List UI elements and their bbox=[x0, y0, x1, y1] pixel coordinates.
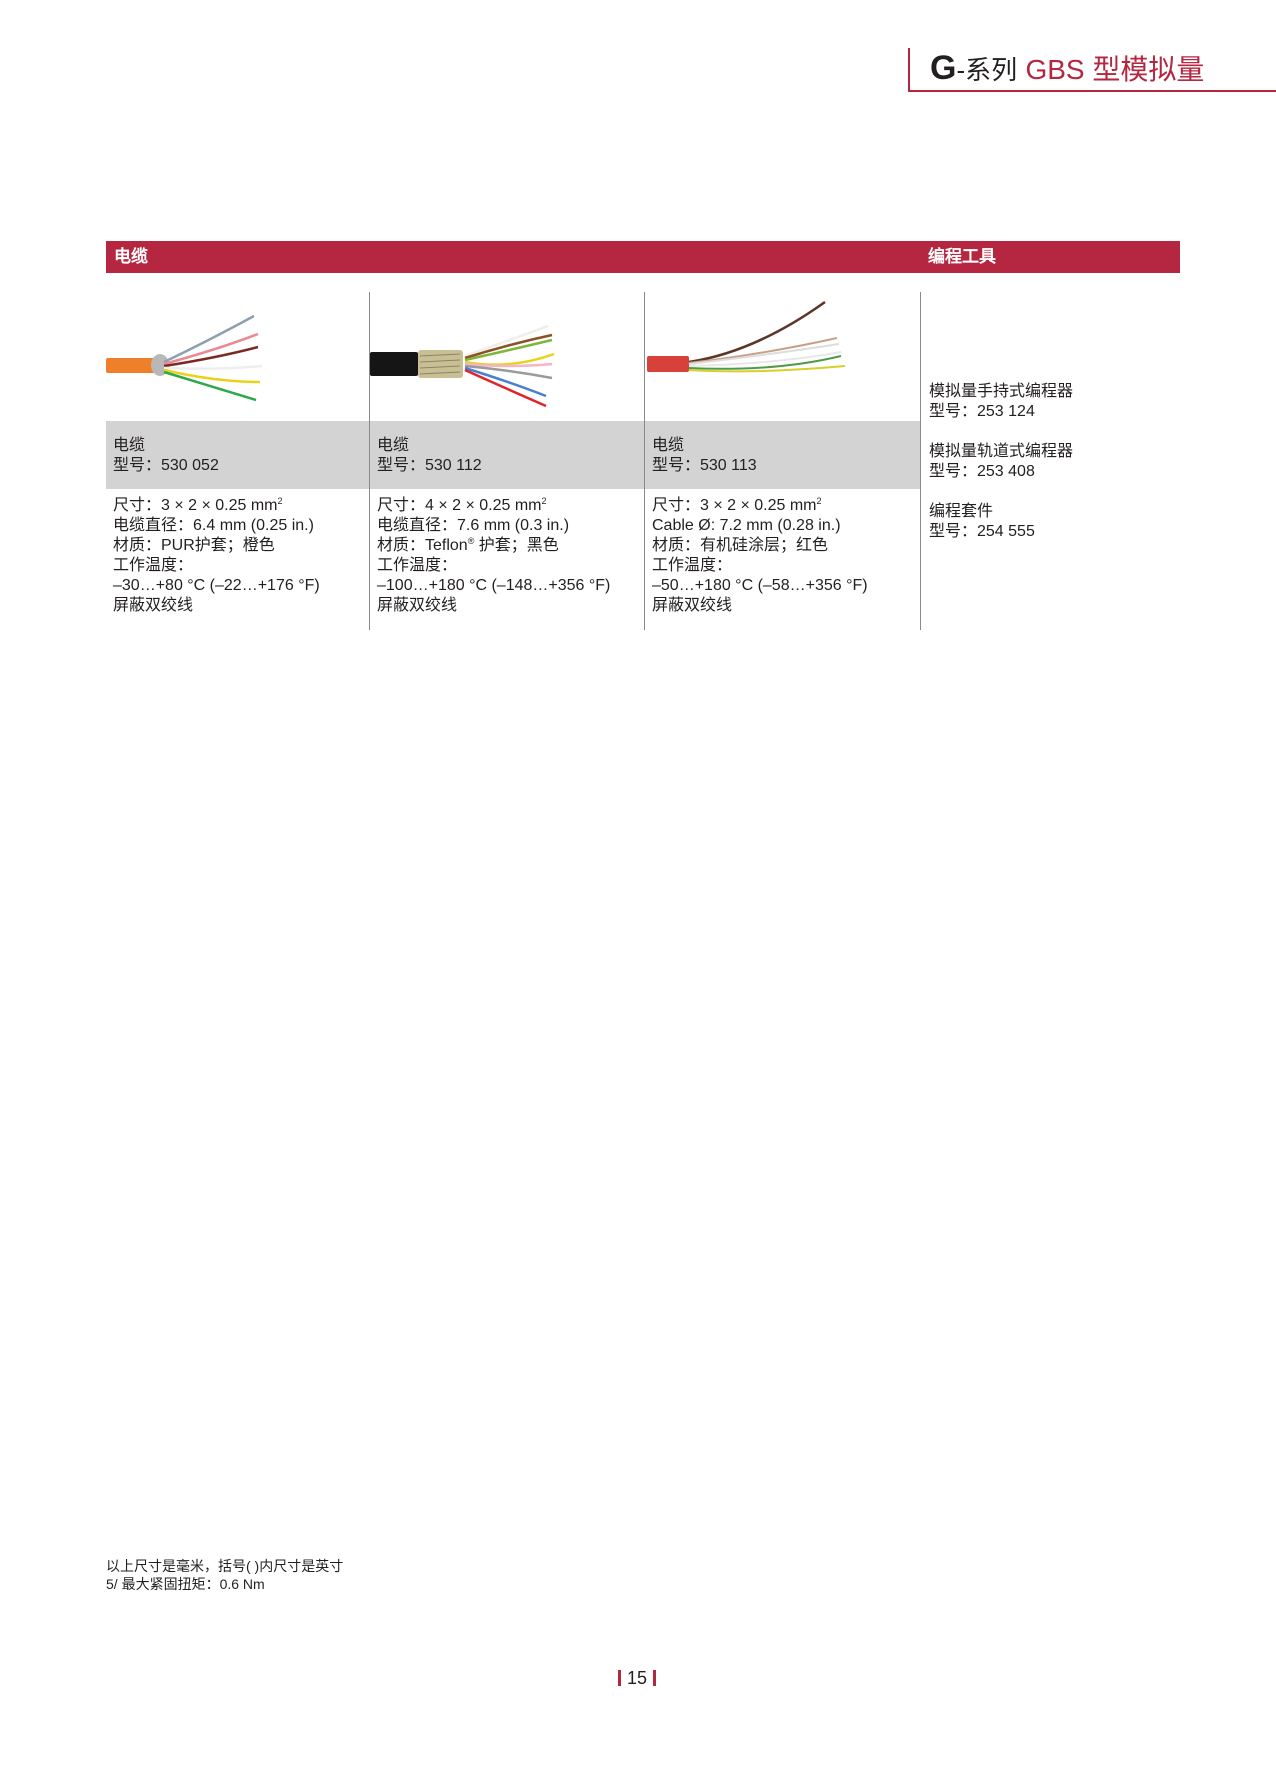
cable-model-number: 型号：530 112 bbox=[377, 457, 482, 474]
spec-diameter: Cable Ø: 7.2 mm (0.28 in.) bbox=[652, 517, 841, 534]
tool-model-number: 型号：253 408 bbox=[929, 463, 1035, 480]
cable-model-number: 型号：530 113 bbox=[652, 457, 757, 474]
cable-name: 电缆 bbox=[113, 437, 146, 454]
spec-material: 材质：Teflon® 护套；黑色 bbox=[377, 536, 559, 555]
tool-item: 模拟量轨道式编程器 型号：253 408 bbox=[929, 442, 1073, 482]
spec-material: 材质：有机硅涂层；红色 bbox=[652, 537, 829, 554]
footnote-torque: 5/ 最大紧固扭矩：0.6 Nm bbox=[106, 1576, 265, 1592]
spec-size: 尺寸：4 × 2 × 0.25 mm2 bbox=[377, 496, 547, 515]
product-line-title: GBS 型模拟量 bbox=[1025, 54, 1205, 85]
spec-temperature-range: –100…+180 °C (–148…+356 °F) bbox=[377, 577, 611, 594]
spec-type: 屏蔽双绞线 bbox=[377, 597, 458, 614]
spec-temperature-label: 工作温度： bbox=[652, 557, 733, 574]
tool-name: 模拟量手持式编程器 bbox=[929, 383, 1074, 400]
red-silicone-cable-icon bbox=[645, 292, 920, 421]
cable-name-band: 电缆 型号：530 052 bbox=[106, 421, 369, 489]
spec-size: 尺寸：3 × 2 × 0.25 mm2 bbox=[652, 496, 822, 515]
page-number-value: 15 bbox=[627, 1668, 648, 1688]
cable-model-number: 型号：530 052 bbox=[113, 457, 219, 474]
programming-tools-list: 模拟量手持式编程器 型号：253 124 模拟量轨道式编程器 型号：253 40… bbox=[929, 382, 1073, 562]
cable-name: 电缆 bbox=[377, 437, 410, 454]
tool-model-number: 型号：253 124 bbox=[929, 403, 1035, 420]
tool-name: 编程套件 bbox=[929, 503, 994, 520]
cable-column-530112: 电缆 型号：530 112 尺寸：4 × 2 × 0.25 mm2 电缆直径：7… bbox=[369, 292, 644, 630]
spec-temperature-label: 工作温度： bbox=[377, 557, 458, 574]
cable-column-530052: 电缆 型号：530 052 尺寸：3 × 2 × 0.25 mm2 电缆直径：6… bbox=[106, 292, 369, 630]
cable-name: 电缆 bbox=[652, 437, 685, 454]
series-label: -系列 bbox=[956, 55, 1018, 85]
spec-type: 屏蔽双绞线 bbox=[652, 597, 733, 614]
cable-name-band: 电缆 型号：530 113 bbox=[645, 421, 920, 489]
section-header-bar: 电缆 编程工具 bbox=[106, 241, 1180, 273]
page-title: G-系列 GBS 型模拟量 bbox=[930, 48, 1204, 90]
spec-type: 屏蔽双绞线 bbox=[113, 597, 194, 614]
spec-size: 尺寸：3 × 2 × 0.25 mm2 bbox=[113, 496, 283, 515]
cable-specs: 尺寸：4 × 2 × 0.25 mm2 电缆直径：7.6 mm (0.3 in.… bbox=[377, 496, 610, 616]
tool-name: 模拟量轨道式编程器 bbox=[929, 443, 1074, 460]
section-title-programming-tools: 编程工具 bbox=[928, 247, 996, 266]
cable-name-band: 电缆 型号：530 112 bbox=[370, 421, 644, 489]
footnote: 以上尺寸是毫米，括号( )内尺寸是英寸 5/ 最大紧固扭矩：0.6 Nm bbox=[106, 1557, 343, 1593]
tool-item: 模拟量手持式编程器 型号：253 124 bbox=[929, 382, 1073, 422]
series-letter: G bbox=[930, 49, 957, 87]
section-title-cables: 电缆 bbox=[114, 247, 148, 266]
programming-tools-column: 模拟量手持式编程器 型号：253 124 模拟量轨道式编程器 型号：253 40… bbox=[920, 292, 1180, 630]
orange-shielded-cable-icon bbox=[106, 292, 369, 421]
spec-material: 材质：PUR护套；橙色 bbox=[113, 537, 275, 554]
spec-temperature-range: –50…+180 °C (–58…+356 °F) bbox=[652, 577, 868, 594]
black-teflon-shielded-cable-icon bbox=[370, 292, 644, 421]
spec-diameter: 电缆直径：6.4 mm (0.25 in.) bbox=[113, 517, 314, 534]
page-header: G-系列 GBS 型模拟量 bbox=[908, 48, 1276, 92]
spec-diameter: 电缆直径：7.6 mm (0.3 in.) bbox=[377, 517, 570, 534]
tool-item: 编程套件 型号：254 555 bbox=[929, 502, 1073, 542]
tool-model-number: 型号：254 555 bbox=[929, 523, 1035, 540]
spec-temperature-label: 工作温度： bbox=[113, 557, 194, 574]
cable-specs: 尺寸：3 × 2 × 0.25 mm2 Cable Ø: 7.2 mm (0.2… bbox=[652, 496, 868, 616]
spec-temperature-range: –30…+80 °C (–22…+176 °F) bbox=[113, 577, 320, 594]
cable-column-530113: 电缆 型号：530 113 尺寸：3 × 2 × 0.25 mm2 Cable … bbox=[644, 292, 920, 630]
page-number: 15 bbox=[618, 1666, 657, 1690]
cable-specs: 尺寸：3 × 2 × 0.25 mm2 电缆直径：6.4 mm (0.25 in… bbox=[113, 496, 320, 616]
page-number-bar-left bbox=[618, 1670, 621, 1686]
page-number-bar-right bbox=[653, 1670, 657, 1686]
footnote-units: 以上尺寸是毫米，括号( )内尺寸是英寸 bbox=[106, 1558, 344, 1574]
